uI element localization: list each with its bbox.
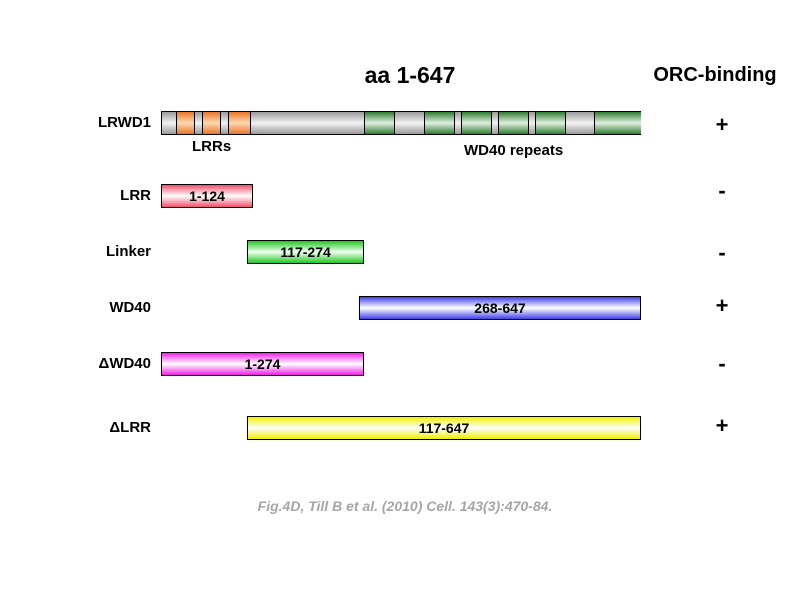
lrrs-label: LRRs	[192, 138, 232, 155]
wd40-repeats-label: WD40 repeats	[464, 142, 564, 159]
construct-label: ΔLRR	[109, 419, 151, 436]
construct-bar: 117-647	[247, 416, 641, 440]
construct-label: LRR	[120, 187, 151, 204]
orc-binding-sign: +	[715, 413, 729, 438]
lrr-repeat	[202, 112, 221, 134]
orc-binding-sign: -	[718, 351, 726, 376]
lrr-repeat	[176, 112, 195, 134]
wd40-repeat	[364, 112, 395, 134]
diagram-title: aa 1-647	[364, 62, 456, 88]
construct-bar: 1-124	[161, 184, 253, 208]
orc-binding-sign: +	[715, 112, 729, 137]
construct-label: WD40	[109, 299, 151, 316]
lrr-repeat	[228, 112, 251, 134]
construct-bar: 1-274	[161, 352, 364, 376]
wd40-repeat	[594, 112, 641, 134]
lrwd1-full-length-bar	[161, 111, 641, 135]
wd40-repeat	[461, 112, 492, 134]
orc-binding-sign: +	[715, 293, 729, 318]
orc-binding-sign: -	[718, 240, 726, 265]
lrwd1-label: LRWD1	[97, 114, 151, 131]
orc-binding-header: ORC-binding	[653, 64, 777, 86]
construct-bar: 268-647	[359, 296, 641, 320]
construct-label: Linker	[105, 243, 151, 260]
wd40-repeat	[424, 112, 455, 134]
wd40-repeat	[498, 112, 529, 134]
wd40-repeat	[535, 112, 566, 134]
orc-binding-sign: -	[718, 178, 726, 203]
construct-label: ΔWD40	[98, 355, 151, 372]
citation: Fig.4D, Till B et al. (2010) Cell. 143(3…	[257, 498, 553, 514]
construct-bar: 117-274	[247, 240, 364, 264]
